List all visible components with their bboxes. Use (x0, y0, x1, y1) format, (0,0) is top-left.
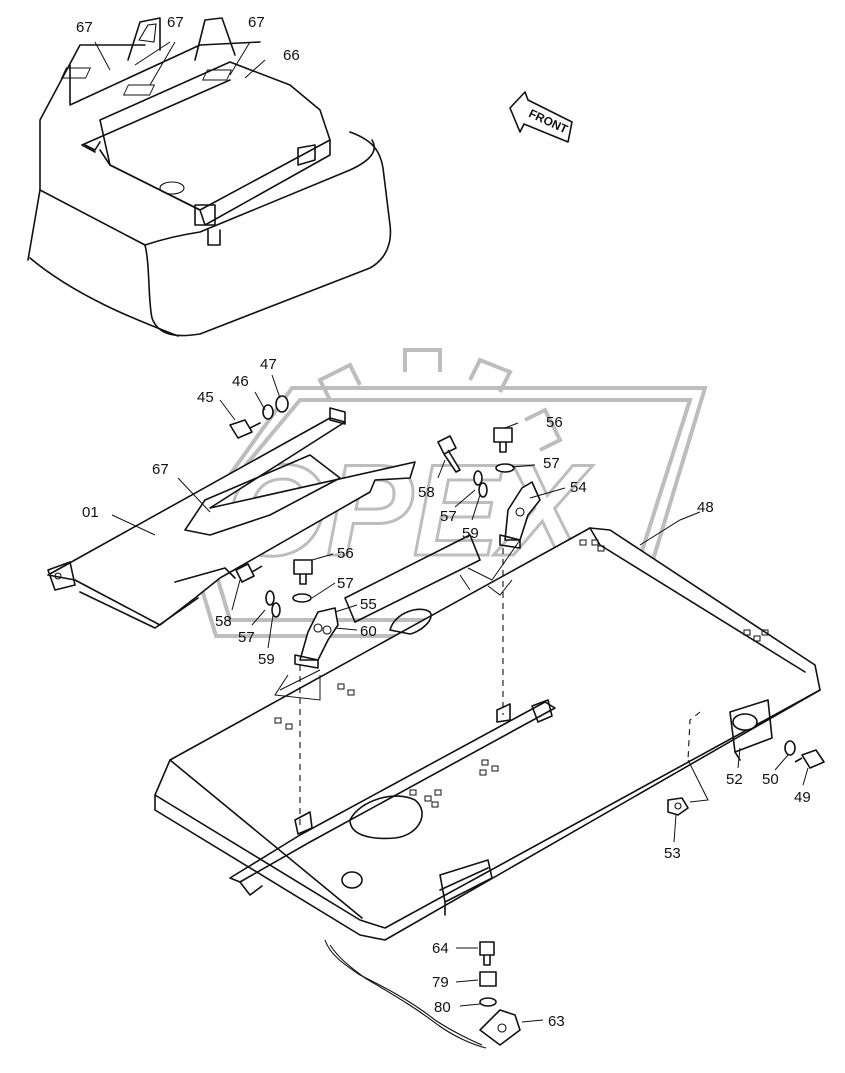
callout-80: 80 (434, 999, 451, 1016)
callout-45: 45 (197, 389, 214, 406)
callout-56b: 56 (337, 545, 354, 562)
callout-58b: 58 (215, 613, 232, 630)
callout-60: 60 (360, 623, 377, 640)
callout-58a: 58 (418, 484, 435, 501)
callout-63: 63 (548, 1013, 565, 1030)
callout-67b: 67 (167, 14, 184, 31)
cover-48 (154, 527, 821, 941)
callout-67a: 67 (76, 19, 93, 36)
front-arrow-icon: FRONT (509, 91, 573, 143)
callout-67d: 67 (152, 461, 169, 478)
cover-holes (274, 539, 769, 808)
plate-01 (47, 407, 416, 629)
callout-labels: 67 67 67 66 45 46 47 67 01 56 57 54 58 5… (76, 14, 811, 1030)
callout-67c: 67 (248, 14, 265, 31)
latch-54 (499, 481, 541, 549)
callout-64: 64 (432, 940, 449, 957)
callout-57b: 57 (440, 508, 457, 525)
callout-49: 49 (794, 789, 811, 806)
callout-54: 54 (570, 479, 587, 496)
callout-79: 79 (432, 974, 449, 991)
callout-66: 66 (283, 47, 300, 64)
callout-56a: 56 (546, 414, 563, 431)
callout-57a: 57 (543, 455, 560, 472)
callout-52: 52 (726, 771, 743, 788)
callout-59b: 59 (258, 651, 275, 668)
bolts (229, 395, 825, 1007)
chain-63 (324, 939, 521, 1049)
callout-48: 48 (697, 499, 714, 516)
callout-47: 47 (260, 356, 277, 373)
assembly-lines (274, 539, 709, 830)
callout-57d: 57 (238, 629, 255, 646)
callout-55: 55 (360, 596, 377, 613)
callout-57c: 57 (337, 575, 354, 592)
callout-59a: 59 (462, 525, 479, 542)
callout-01: 01 (82, 504, 99, 521)
leader-lines (94, 41, 809, 1023)
overview-assembly (27, 17, 392, 337)
callout-50: 50 (762, 771, 779, 788)
latch-55 (294, 607, 339, 669)
callout-46: 46 (232, 373, 249, 390)
callout-53: 53 (664, 845, 681, 862)
